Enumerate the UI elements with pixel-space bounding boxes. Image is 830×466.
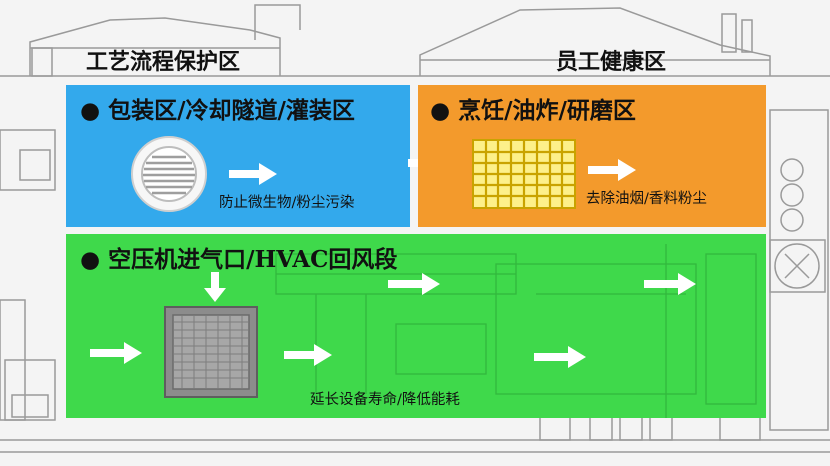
blue-zone-title: ● 包装区/冷却隧道/灌装区 bbox=[80, 97, 355, 124]
green-zone-compressor: ● 空压机进气口/HVAC回风段 bbox=[66, 234, 766, 418]
outflow-arrow-icon bbox=[284, 344, 332, 366]
green-zone-interior-outline bbox=[275, 244, 757, 418]
blue-zone-caption: 防止微生物/粉尘污染 bbox=[219, 195, 355, 211]
duct-arrow-3-icon bbox=[534, 346, 586, 368]
blue-right-arrow-icon bbox=[229, 163, 277, 185]
round-vent-filter-icon bbox=[130, 135, 208, 217]
panel-air-filter-icon bbox=[164, 306, 258, 402]
blue-zone-packaging: ● 包装区/冷却隧道/灌装区 防止微生物/粉尘污染 bbox=[66, 85, 410, 227]
duct-arrow-1-icon bbox=[388, 273, 440, 295]
green-zone-title: ● 空压机进气口/HVAC回风段 bbox=[80, 246, 398, 273]
orange-zone-title: ● 烹饪/油炸/研磨区 bbox=[430, 97, 636, 124]
grid-grease-filter-icon bbox=[472, 139, 576, 213]
staff-health-area-label: 员工健康区 bbox=[556, 49, 667, 75]
green-zone-caption: 延长设备寿命/降低能耗 bbox=[310, 392, 460, 408]
process-protection-area-label: 工艺流程保护区 bbox=[86, 49, 241, 75]
orange-zone-cooking: ● 烹饪/油炸/研磨区 bbox=[418, 85, 766, 227]
down-arrow-icon bbox=[204, 272, 226, 302]
orange-right-arrow-icon bbox=[588, 159, 636, 181]
duct-arrow-2-icon bbox=[644, 273, 696, 295]
inflow-arrow-icon bbox=[90, 342, 142, 364]
orange-zone-caption: 去除油烟/香料粉尘 bbox=[586, 191, 707, 207]
